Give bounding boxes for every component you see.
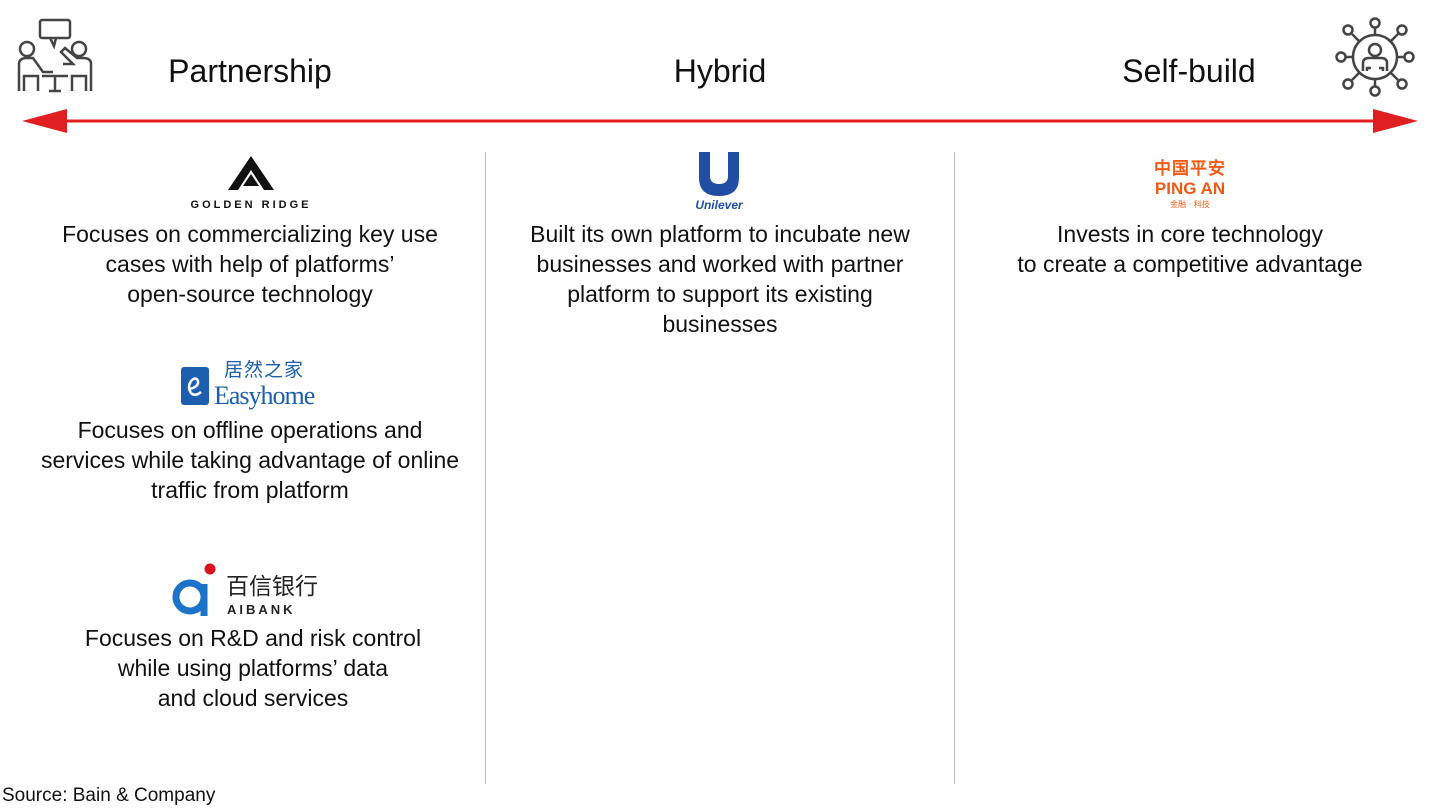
pingan-tagline: 金融 · 科技 xyxy=(1170,200,1210,209)
pingan-cn-name: 中国平安 xyxy=(1154,159,1226,179)
pingan-name: PING AN xyxy=(1154,179,1226,198)
easyhome-description: Focuses on offline operations and servic… xyxy=(40,417,460,503)
golden-ridge-description: Focuses on commercializing key use cases… xyxy=(62,221,438,307)
column-divider xyxy=(954,152,955,784)
unilever-logo xyxy=(699,152,739,196)
meeting-people-icon xyxy=(17,18,93,93)
aibank-name: AIBANK xyxy=(227,602,296,617)
aibank-logo-mark xyxy=(172,563,216,616)
pingan-description: Invests in core technology to create a c… xyxy=(1017,221,1363,277)
network-person-icon xyxy=(1335,17,1415,97)
easyhome-logo-mark xyxy=(181,367,209,405)
column-divider xyxy=(485,152,486,784)
heading-partnership: Partnership xyxy=(168,53,332,89)
unilever-name: Unilever xyxy=(695,198,743,212)
spectrum-arrow xyxy=(22,109,1418,133)
golden-ridge-logo xyxy=(228,156,274,190)
easyhome-name: Easyhome xyxy=(214,381,315,410)
golden-ridge-name: GOLDEN RIDGE xyxy=(190,199,312,211)
unilever-description: Built its own platform to incubate new b… xyxy=(530,221,910,337)
aibank-cn-name: 百信银行 xyxy=(226,574,318,600)
heading-hybrid: Hybrid xyxy=(673,53,767,89)
easyhome-cn-name: 居然之家 xyxy=(224,359,305,381)
source-note: Source: Bain & Company xyxy=(2,785,216,806)
aibank-description: Focuses on R&D and risk control while us… xyxy=(84,625,422,711)
heading-self-build: Self-build xyxy=(1122,53,1256,89)
